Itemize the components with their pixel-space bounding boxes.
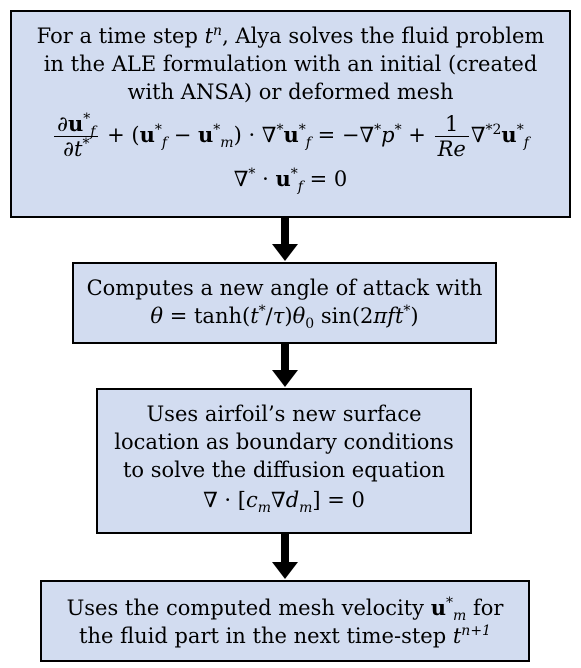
box4-line1-suffix: for xyxy=(466,596,504,620)
box3-line1: Uses airfoil’s new surface xyxy=(146,402,422,426)
diffusion-equation: ∇ · [cm∇dm] = 0 xyxy=(203,488,365,517)
box4-line1: Uses the computed mesh velocity u*m for xyxy=(42,594,528,625)
mesh-velocity-symbol: u*m xyxy=(430,595,467,625)
time-step-symbol: tn xyxy=(204,23,223,48)
box2-line1: Computes a new angle of attack with xyxy=(86,276,483,300)
box4-line1-prefix: Uses the computed mesh velocity xyxy=(66,596,431,620)
continuity-equation: ∇* · u*f = 0 xyxy=(233,166,348,196)
angle-of-attack-box: Computes a new angle of attack with θ = … xyxy=(72,262,497,344)
box1-line3: with ANSA) or deformed mesh xyxy=(127,80,454,104)
next-time-step-symbol: tn+1 xyxy=(452,623,491,648)
box1-line1: For a time step tn, Alya solves the flui… xyxy=(12,22,569,50)
box4-line2: the fluid part in the next time-step tn+… xyxy=(42,622,528,650)
fluid-solver-box: For a time step tn, Alya solves the flui… xyxy=(10,10,571,218)
mesh-velocity-box: Uses the computed mesh velocity u*m for … xyxy=(40,580,530,662)
box1-line2: in the ALE formulation with an initial (… xyxy=(43,52,538,76)
angle-equation: θ = tanh(t*/τ)θ0 sin(2πft*) xyxy=(150,303,419,333)
box1-line1-suffix: , Alya solves the fluid problem xyxy=(222,24,545,48)
box3-line3: to solve the diffusion equation xyxy=(122,458,446,482)
arrow-down-icon xyxy=(272,344,298,387)
arrow-down-icon xyxy=(272,218,298,261)
box1-line1-prefix: For a time step xyxy=(36,24,205,48)
diffusion-equation-box: Uses airfoil’s new surface location as b… xyxy=(96,388,472,534)
arrow-down-icon xyxy=(272,534,298,579)
momentum-equation: ∂u*f∂t* + (u*f − u*m) · ∇*u*f = −∇*p* + … xyxy=(12,110,569,161)
box3-line2: location as boundary conditions xyxy=(114,430,454,454)
box4-line2-prefix: the fluid part in the next time-step xyxy=(79,624,453,648)
